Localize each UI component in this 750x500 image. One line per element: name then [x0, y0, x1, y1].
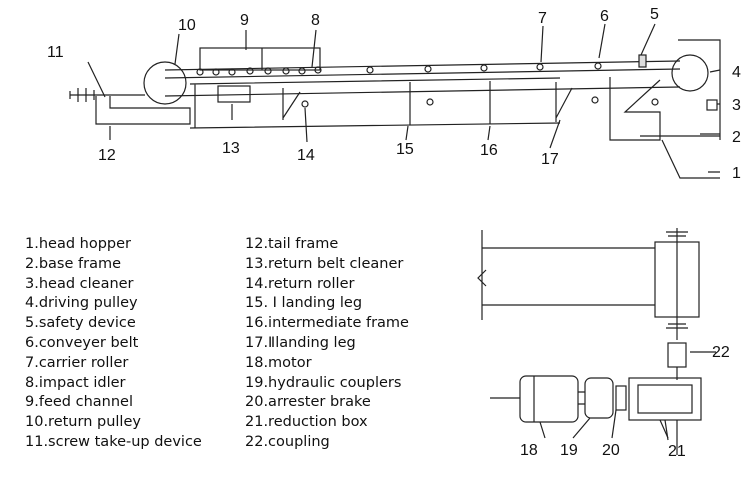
- plan-coupling: [667, 342, 687, 368]
- legend-item: 9.feed channel: [25, 394, 133, 411]
- legend-item: 15. I landing leg: [245, 295, 363, 312]
- legend-item: 13.return belt cleaner: [245, 255, 404, 272]
- callout-15: 15: [396, 141, 414, 158]
- legend-item: 3.head cleaner: [25, 275, 134, 292]
- legend-left: 1.head hopper 2.base frame 3.head cleane…: [25, 235, 202, 453]
- callout-8: 8: [311, 12, 320, 29]
- return-rollers: [301, 96, 599, 108]
- callout-7: 7: [538, 10, 547, 27]
- impact-idlers: [196, 66, 322, 76]
- legend-item: 7.carrier roller: [25, 354, 129, 371]
- plan-arrester-brake: [615, 385, 627, 411]
- callout-12: 12: [98, 147, 116, 164]
- plan-motor: [519, 375, 579, 423]
- legend-item: 16.intermediate frame: [245, 315, 409, 332]
- legend-item: 2.base frame: [25, 255, 122, 272]
- return-belt: [164, 86, 681, 97]
- head-hopper: [678, 39, 721, 140]
- intermediate-frame: [189, 77, 561, 129]
- legend-item: 6.conveyer belt: [25, 334, 139, 351]
- callout-2: 2: [732, 129, 741, 146]
- carrier-rollers: [366, 62, 602, 74]
- legend-item: 10.return pulley: [25, 414, 141, 431]
- feed-channel: [199, 47, 321, 71]
- tail-frame: [95, 96, 191, 125]
- legend-item: 20.arrester brake: [245, 394, 371, 411]
- base-frame: [609, 77, 661, 141]
- legend-item: 12.tail frame: [245, 236, 339, 252]
- callout-6: 6: [600, 8, 609, 25]
- legend-item: 22.coupling: [245, 433, 330, 450]
- callout-18: 18: [520, 442, 538, 459]
- plan-hydraulic-coupler: [584, 377, 614, 419]
- legend-item: 21.reduction box: [245, 414, 368, 431]
- return-belt-cleaner: [217, 85, 251, 103]
- plan-reduction-box: [628, 377, 702, 421]
- landing-leg-ii: [555, 82, 573, 122]
- callout-9: 9: [240, 12, 249, 29]
- screw-take-up: [69, 88, 145, 102]
- landing-leg-i: [282, 88, 301, 120]
- callout-3: 3: [732, 97, 741, 114]
- callout-14: 14: [297, 147, 315, 164]
- legend-item: 1.head hopper: [25, 236, 131, 252]
- legend-item: 8.impact idler: [25, 374, 126, 391]
- callout-20: 20: [602, 442, 620, 459]
- callout-1: 1: [732, 165, 741, 182]
- conveyor-belt-lower-edge: [164, 68, 681, 79]
- legend-item: 17.Ⅱlanding leg: [245, 334, 356, 351]
- legend-item: 11.screw take-up device: [25, 433, 202, 450]
- legend-item: 5.safety device: [25, 315, 136, 332]
- legend-item: 4.driving pulley: [25, 295, 138, 312]
- callout-19: 19: [560, 442, 578, 459]
- callout-21: 21: [668, 443, 686, 460]
- callout-13: 13: [222, 140, 240, 157]
- callout-11: 11: [47, 44, 64, 61]
- legend-item: 14.return roller: [245, 275, 355, 292]
- driving-pulley: [671, 54, 709, 92]
- legend-item: 18.motor: [245, 354, 312, 371]
- return-pulley: [143, 61, 187, 105]
- callout-17: 17: [541, 151, 559, 168]
- callout-22: 22: [712, 344, 730, 361]
- callout-4: 4: [732, 64, 741, 81]
- callout-16: 16: [480, 142, 498, 159]
- callout-5: 5: [650, 6, 659, 23]
- plan-frame: [477, 230, 655, 320]
- legend-item: 19.hydraulic couplers: [245, 374, 402, 391]
- conveyor-belt: [164, 60, 681, 71]
- callout-10: 10: [178, 17, 196, 34]
- safety-device: [638, 54, 647, 68]
- head-cleaner: [706, 99, 718, 111]
- legend-right: 12.tail frame 13.return belt cleaner 14.…: [245, 235, 409, 453]
